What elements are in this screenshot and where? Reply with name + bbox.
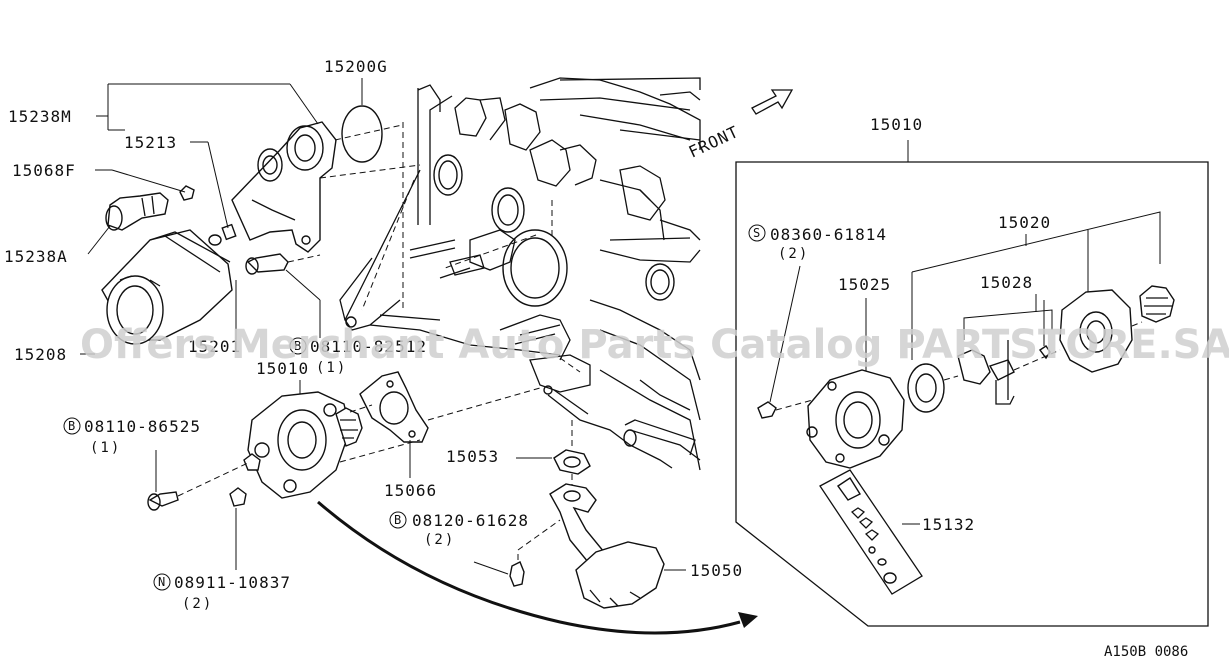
label-15066: 15066 (384, 481, 437, 500)
inner-rotor (957, 349, 991, 385)
front-label: FRONT (686, 122, 742, 162)
oil-filter-bracket-group: 15200G (4, 57, 427, 376)
pump-body-15025 (807, 369, 905, 469)
bolt-prefix-symbol-b3: B (394, 513, 401, 527)
label-15053: 15053 (446, 447, 499, 466)
engine-block-drawing (339, 77, 701, 471)
gasket-15053 (553, 449, 591, 475)
oil-filter-15208 (101, 229, 233, 345)
part-15068F (179, 185, 195, 201)
label-15201: 15201 (188, 337, 241, 356)
bolt-08120 (509, 561, 525, 587)
detail-arrow (317, 500, 758, 635)
screw-prefix-symbol-s: S (753, 226, 760, 240)
label-15020: 15020 (998, 213, 1051, 232)
label-screw-08360-61814-qty: (2) (778, 246, 809, 262)
bolt-prefix-symbol-b2: B (68, 419, 75, 433)
oil-filter-bracket-15238M (231, 121, 337, 253)
label-15132: 15132 (922, 515, 975, 534)
bolt-prefix-symbol-b1: B (294, 339, 301, 353)
plug-15238A (107, 192, 169, 231)
label-15028: 15028 (980, 273, 1033, 292)
nut-08911 (229, 487, 247, 507)
oil-pump-left-group: 15010 15066 B 08110-86525 (1) N (63, 359, 541, 612)
diagram-code: A150B 0086 (1104, 644, 1188, 660)
label-15238A: 15238A (4, 247, 68, 266)
relief-valve-kit-15132 (819, 469, 923, 595)
oil-strainer-15050 (575, 541, 665, 609)
label-15050: 15050 (690, 561, 743, 580)
label-15200G: 15200G (324, 57, 388, 76)
label-bolt-08110-82512-qty: (1) (316, 360, 347, 376)
o-ring-15200G (341, 105, 383, 163)
label-bolt-08110-86525: 08110-86525 (84, 417, 201, 436)
label-bolt-08110-82512: 08110-82512 (310, 337, 427, 356)
nut-prefix-symbol-n: N (158, 575, 165, 589)
label-nut-08911-10837-qty: (2) (182, 596, 213, 612)
oil-strainer-group: 15053 15050 B 08120-61628 (2) (389, 420, 743, 609)
label-15010-right: 15010 (870, 115, 923, 134)
outer-rotor (907, 363, 945, 413)
label-nut-08911-10837: 08911-10837 (174, 573, 291, 592)
gasket-15066 (359, 371, 429, 443)
label-15010-left: 15010 (256, 359, 309, 378)
label-15208: 15208 (14, 345, 67, 364)
oil-pump-15010 (247, 391, 351, 499)
label-bolt-08120-61628: 08120-61628 (412, 511, 529, 530)
label-15238M: 15238M (8, 107, 72, 126)
label-15213: 15213 (124, 133, 177, 152)
label-15025: 15025 (838, 275, 891, 294)
detail-box-15010: 15010 S 08360-61814 (2) 15025 15020 1502… (735, 115, 1209, 627)
label-bolt-08120-61628-qty: (2) (424, 532, 455, 548)
pump-cover (1059, 289, 1133, 373)
label-bolt-08110-86525-qty: (1) (90, 440, 121, 456)
drive-gear (1139, 285, 1175, 323)
watermark-text: Offers Merchant Auto Parts Catalog PARTS… (80, 322, 1229, 368)
front-arrow: FRONT (686, 89, 794, 162)
label-screw-08360-61814: 08360-61814 (770, 225, 887, 244)
label-15068F: 15068F (12, 161, 76, 180)
